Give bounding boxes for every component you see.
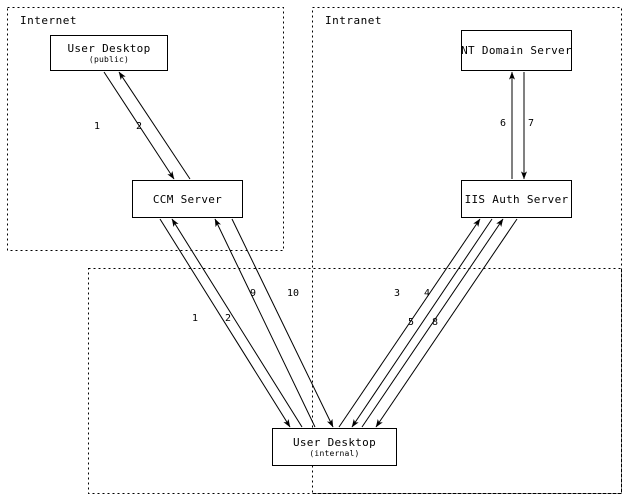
edge-label-step-1: 1	[94, 121, 101, 132]
edge-label-step-3: 3	[394, 288, 401, 299]
edge-5-user-desktop-internal-to-iis-auth-server	[361, 218, 504, 428]
zone-label-intranet: Intranet	[325, 14, 382, 27]
edge-label-step-2: 2	[136, 121, 143, 132]
node-title-user-desktop-public: User Desktop	[67, 41, 151, 55]
node-title-nt-domain-server: NT Domain Server	[461, 44, 572, 57]
edge-4-iis-auth-server-to-user-desktop-internal	[351, 218, 493, 428]
zone-boundary-internet	[7, 7, 284, 251]
zone-boundary-lan	[88, 268, 622, 494]
edge-label-step-1: 1	[192, 313, 199, 324]
edge-10-ccm-server-to-user-desktop-internal	[231, 218, 334, 428]
edge-label-step-9: 9	[250, 288, 257, 299]
edge-2-ccm-server-to-user-desktop-public	[118, 71, 191, 180]
edge-label-step-7: 7	[528, 118, 535, 129]
edge-2-user-desktop-internal-to-ccm-server	[171, 218, 303, 428]
zone-boundary-intranet	[312, 7, 622, 494]
edge-1-user-desktop-public-to-ccm-server	[103, 71, 175, 180]
node-title-iis-auth-server: IIS Auth Server	[464, 192, 569, 206]
zone-boundaries-layer	[7, 7, 622, 494]
node-iis-auth-server[interactable]: IIS Auth Server	[461, 180, 572, 218]
node-title-ccm-server: CCM Server	[152, 192, 223, 206]
edge-label-step-8: 8	[432, 317, 439, 328]
node-user-desktop-internal[interactable]: User Desktop(internal)	[272, 428, 397, 466]
edge-1-ccm-server-to-user-desktop-internal	[159, 218, 291, 428]
node-subtitle-user-desktop-internal: (internal)	[309, 448, 360, 458]
edge-label-step-2: 2	[225, 313, 232, 324]
edge-3-user-desktop-internal-to-iis-auth-server	[338, 218, 481, 428]
node-user-desktop-public[interactable]: User Desktop(public)	[50, 35, 168, 71]
edge-label-step-4: 4	[424, 288, 431, 299]
node-title-user-desktop-internal: User Desktop	[292, 435, 377, 449]
edge-8-iis-auth-server-to-user-desktop-internal	[375, 218, 518, 428]
edge-9-user-desktop-internal-to-ccm-server	[214, 218, 316, 428]
zone-label-internet: Internet	[20, 14, 77, 27]
node-ccm-server[interactable]: CCM Server	[132, 180, 243, 218]
edges-layer	[103, 71, 527, 428]
edge-label-step-10: 10	[287, 288, 300, 299]
node-nt-domain-server[interactable]: NT Domain Server	[461, 30, 572, 71]
edge-label-step-5: 5	[408, 317, 415, 328]
node-subtitle-user-desktop-public: (public)	[88, 54, 130, 64]
edge-label-step-6: 6	[500, 118, 507, 129]
